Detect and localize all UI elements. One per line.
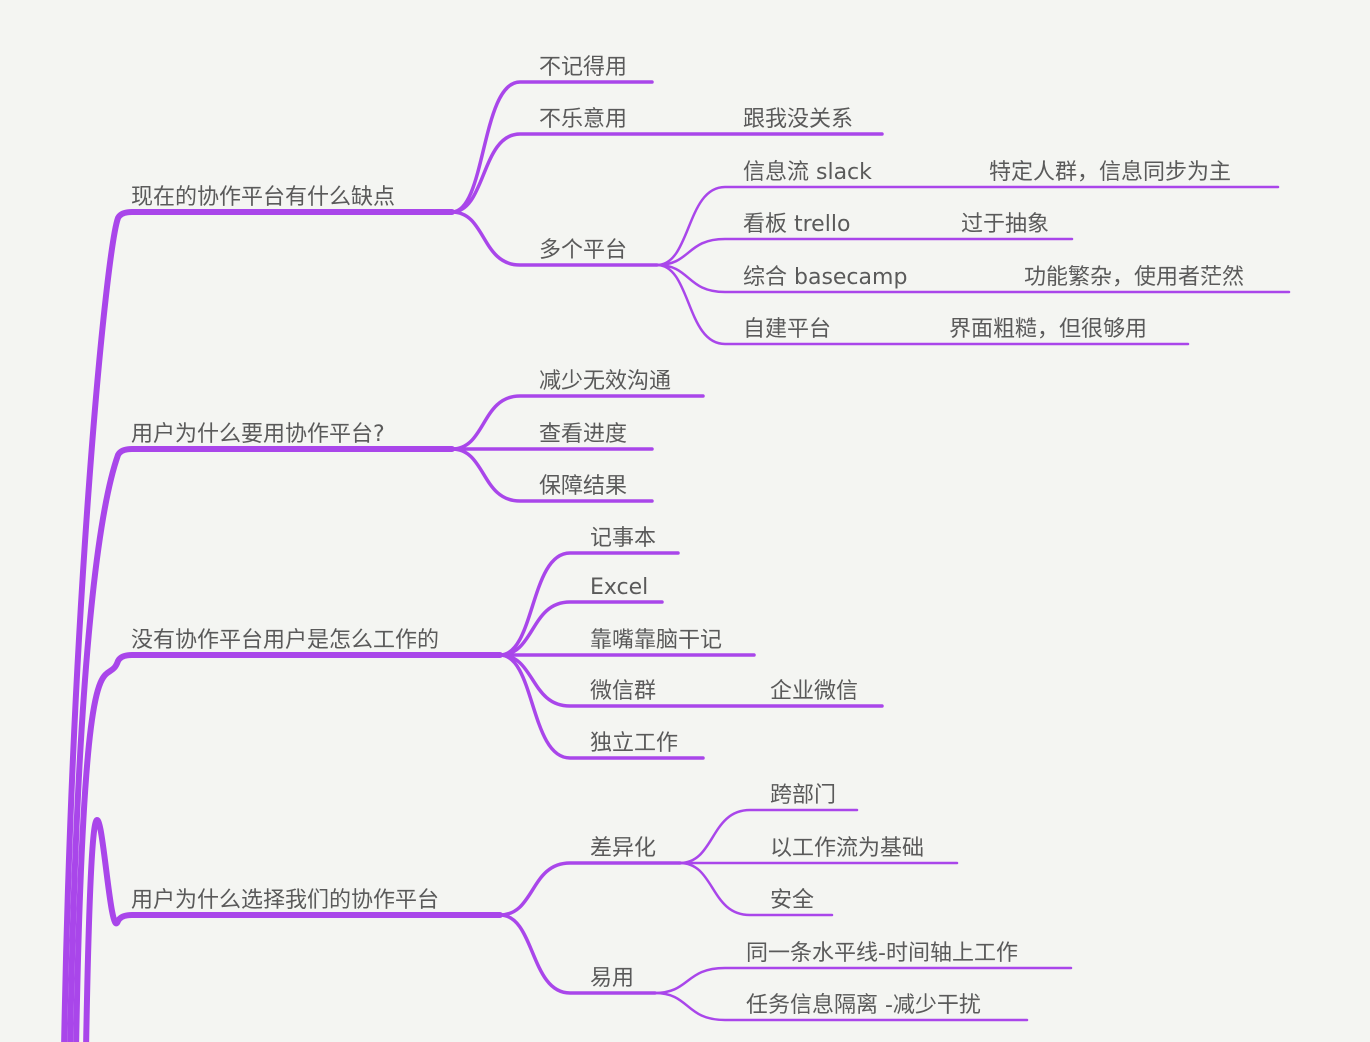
branch-line: [678, 861, 834, 917]
subtopic-node[interactable]: 同一条水平线-时间轴上工作: [746, 941, 1018, 966]
subtopic-node[interactable]: 微信群: [590, 679, 656, 704]
subtopic-node[interactable]: 保障结果: [539, 474, 627, 499]
node-note[interactable]: 界面粗糙，但很够用: [949, 317, 1147, 342]
branch-line: [653, 966, 1073, 995]
branch-line: [655, 237, 1074, 267]
branch-line: [61, 209, 455, 1042]
branch-line: [655, 263, 1291, 294]
branch-line: [498, 551, 680, 657]
branch-line: [498, 861, 682, 917]
node-note[interactable]: 功能繁杂，使用者茫然: [1024, 265, 1244, 290]
node-note[interactable]: 跟我没关系: [743, 107, 853, 132]
branch-line: [655, 185, 1280, 267]
branch-line: [653, 991, 1029, 1022]
subtopic-node[interactable]: 跨部门: [770, 783, 836, 808]
node-note[interactable]: 企业微信: [770, 679, 858, 704]
subtopic-node[interactable]: 记事本: [590, 526, 656, 551]
branch-line: [655, 263, 1190, 346]
branch-line: [498, 653, 705, 760]
subtopic-node[interactable]: 靠嘴靠脑干记: [590, 628, 722, 653]
branch-line: [73, 652, 503, 1042]
topic-node[interactable]: 没有协作平台用户是怎么工作的: [131, 628, 439, 653]
subtopic-node[interactable]: 信息流 slack: [743, 160, 872, 185]
subtopic-node[interactable]: 查看进度: [539, 422, 627, 447]
subtopic-node[interactable]: 综合 basecamp: [743, 265, 907, 290]
subtopic-node[interactable]: 自建平台: [743, 317, 831, 342]
subtopic-node[interactable]: 不记得用: [539, 55, 627, 80]
subtopic-node[interactable]: 安全: [770, 888, 814, 913]
subtopic-node[interactable]: 差异化: [590, 836, 656, 861]
subtopic-node[interactable]: 不乐意用: [539, 107, 627, 132]
branch-line: [450, 447, 654, 503]
topic-node[interactable]: 现在的协作平台有什么缺点: [131, 185, 395, 210]
topic-node[interactable]: 用户为什么选择我们的协作平台: [131, 888, 439, 913]
branch-line: [67, 446, 455, 1042]
branch-lines: [61, 80, 1291, 1042]
branch-line: [450, 80, 654, 214]
node-note[interactable]: 过于抽象: [961, 212, 1049, 237]
topic-node[interactable]: 用户为什么要用协作平台?: [131, 422, 385, 447]
branch-line: [450, 132, 884, 214]
subtopic-node[interactable]: 独立工作: [590, 731, 678, 756]
subtopic-node[interactable]: 多个平台: [539, 238, 627, 263]
subtopic-node[interactable]: 看板 trello: [743, 212, 850, 237]
subtopic-node[interactable]: 以工作流为基础: [770, 836, 924, 861]
branch-line: [498, 913, 657, 995]
branch-line: [498, 600, 664, 657]
subtopic-node[interactable]: Excel: [590, 575, 648, 600]
subtopic-node[interactable]: 任务信息隔离 -减少干扰: [746, 993, 981, 1018]
node-note[interactable]: 特定人群，信息同步为主: [989, 160, 1231, 185]
branch-line: [678, 808, 859, 865]
branch-line: [450, 210, 659, 267]
subtopic-node[interactable]: 易用: [590, 966, 634, 991]
branch-line: [83, 816, 503, 1042]
subtopic-node[interactable]: 减少无效沟通: [539, 369, 671, 394]
branch-line: [450, 394, 705, 451]
